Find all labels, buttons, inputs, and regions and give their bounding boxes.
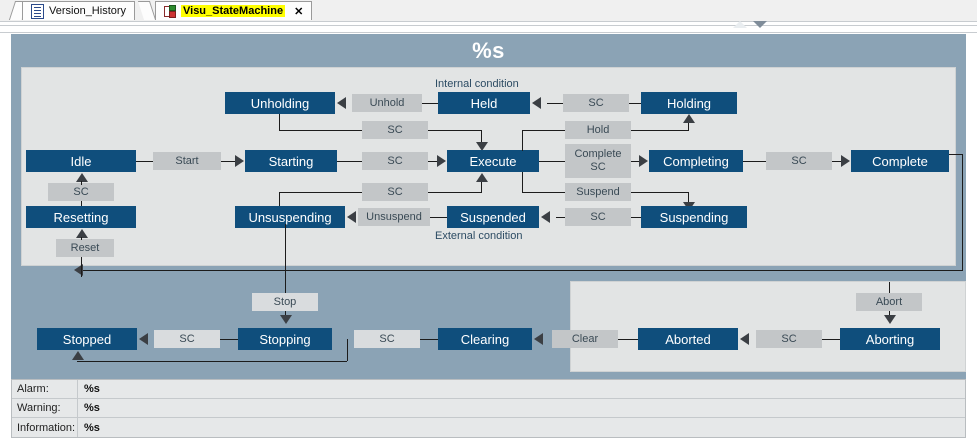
arrow-down-icon [476, 142, 488, 151]
state-held[interactable]: Held [438, 92, 530, 114]
status-value: %s [84, 402, 100, 414]
condition-sc-clearing-stopping[interactable]: SC [354, 330, 420, 348]
condition-start[interactable]: Start [153, 152, 221, 170]
state-aborted[interactable]: Aborted [638, 328, 738, 350]
condition-stop[interactable]: Stop [252, 293, 318, 311]
status-row-information: Information: %s [12, 418, 965, 437]
arrow-left-icon [541, 211, 550, 223]
condition-unhold[interactable]: Unhold [352, 94, 422, 112]
view-band [0, 21, 977, 34]
state-holding[interactable]: Holding [641, 92, 737, 114]
condition-sc-unholding-execute[interactable]: SC [362, 121, 428, 139]
arrow-left-icon [139, 333, 148, 345]
condition-sc-unsuspending-execute[interactable]: SC [362, 183, 428, 201]
arrow-right-icon [437, 155, 446, 167]
condition-complete-label: Complete [574, 148, 622, 160]
tab-visu-statemachine[interactable]: Visu_StateMachine ✕ [155, 1, 313, 20]
tab-strip: Version_History Visu_StateMachine ✕ [0, 0, 977, 22]
condition-unsuspend[interactable]: Unsuspend [358, 208, 430, 226]
state-clearing[interactable]: Clearing [438, 328, 532, 350]
statemachine-canvas: %s Internal condition External condition… [11, 34, 966, 379]
condition-sc-starting-execute[interactable]: SC [362, 152, 428, 170]
arrow-down-icon [280, 315, 292, 324]
state-completing[interactable]: Completing [649, 150, 743, 172]
visualization-icon [164, 4, 176, 18]
triangle-up-icon[interactable] [733, 21, 747, 28]
status-key: Information: [12, 418, 78, 437]
arrow-up-icon [476, 173, 488, 182]
arrow-up-icon [76, 229, 88, 238]
status-key: Alarm: [12, 380, 78, 398]
note-external-condition: External condition [435, 230, 523, 242]
arrow-right-icon [841, 155, 850, 167]
state-starting[interactable]: Starting [245, 150, 337, 172]
arrow-left-icon [534, 333, 543, 345]
status-row-warning: Warning: %s [12, 399, 965, 418]
condition-abort[interactable]: Abort [856, 293, 922, 311]
condition-sc-suspending-suspended[interactable]: SC [565, 208, 631, 226]
state-unsuspending[interactable]: Unsuspending [235, 206, 345, 228]
condition-clear[interactable]: Clear [552, 330, 618, 348]
state-suspending[interactable]: Suspending [641, 206, 747, 228]
page-title: %s [472, 37, 505, 63]
arrow-right-icon [235, 155, 244, 167]
arrow-left-icon [347, 211, 356, 223]
note-internal-condition: Internal condition [435, 78, 519, 90]
state-stopping[interactable]: Stopping [238, 328, 332, 350]
status-value: %s [84, 421, 100, 434]
tab-label: Version_History [49, 5, 127, 17]
status-key: Warning: [12, 399, 78, 417]
status-table: Alarm: %s Warning: %s Information: %s [11, 379, 966, 438]
arrow-up-icon [72, 351, 84, 360]
condition-sc-completing-complete[interactable]: SC [766, 152, 832, 170]
arrow-left-icon [532, 97, 541, 109]
condition-complete-sc[interactable]: Complete SC [565, 144, 631, 178]
arrow-up-icon [76, 173, 88, 182]
condition-sc-aborting-aborted[interactable]: SC [756, 330, 822, 348]
condition-sc-resetting-idle[interactable]: SC [48, 183, 114, 201]
arrow-down-icon [884, 315, 896, 324]
state-execute[interactable]: Execute [447, 150, 539, 172]
state-resetting[interactable]: Resetting [26, 206, 136, 228]
arrow-left-icon [74, 264, 83, 276]
status-value: %s [84, 383, 100, 395]
arrow-up-icon [683, 114, 695, 123]
condition-sc-stopping-stopped[interactable]: SC [154, 330, 220, 348]
arrow-left-icon [337, 97, 346, 109]
tab-label: Visu_StateMachine [181, 5, 286, 17]
condition-reset[interactable]: Reset [56, 239, 114, 257]
tab-right-slant [137, 1, 157, 20]
state-unholding[interactable]: Unholding [225, 92, 335, 114]
tab-version-history[interactable]: Version_History [22, 1, 136, 20]
triangle-down-icon[interactable] [753, 21, 767, 28]
state-aborting[interactable]: Aborting [840, 328, 940, 350]
tab-close-icon[interactable]: ✕ [294, 5, 304, 18]
state-suspended[interactable]: Suspended [447, 206, 539, 228]
condition-suspend[interactable]: Suspend [565, 183, 631, 201]
status-row-alarm: Alarm: %s [12, 380, 965, 399]
condition-sc-held-holding[interactable]: SC [563, 94, 629, 112]
condition-sc-label: SC [590, 161, 606, 173]
state-complete[interactable]: Complete [851, 150, 949, 172]
arrow-left-icon [740, 333, 749, 345]
state-stopped[interactable]: Stopped [37, 328, 137, 350]
scroll-arrows[interactable] [733, 18, 777, 30]
document-icon [31, 3, 44, 19]
state-idle[interactable]: Idle [26, 150, 136, 172]
condition-hold[interactable]: Hold [565, 121, 631, 139]
arrow-right-icon [639, 155, 648, 167]
